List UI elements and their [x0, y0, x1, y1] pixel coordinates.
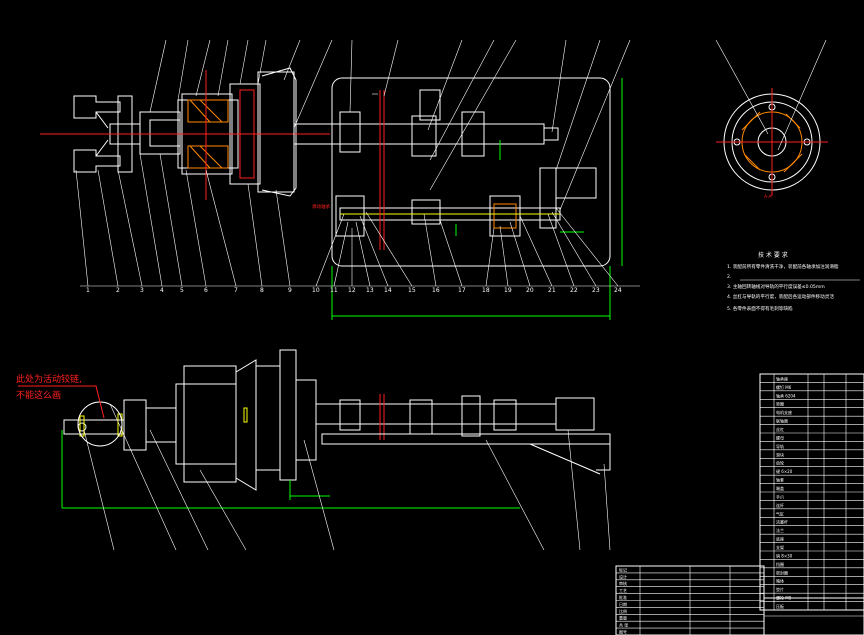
tech-item: 2. — [727, 274, 731, 280]
part-number: 8 — [260, 287, 264, 294]
bom-row-name: 连杆 — [776, 502, 784, 508]
bom-row-name: 导轨 — [776, 443, 784, 449]
part-number: 11 — [330, 287, 338, 294]
title-row-label: 标记 — [619, 566, 627, 572]
part-number: 14 — [384, 287, 392, 294]
bom-row-name: 联轴器 — [776, 418, 788, 424]
bom-row-name: 法兰 — [776, 527, 784, 533]
title-row-label: 重量 — [619, 615, 627, 621]
bom-row-name: 密封圈 — [776, 569, 788, 575]
title-row-label: 共 张 — [619, 622, 628, 628]
annotation-line-1: 此处为活动铰链, — [16, 373, 82, 385]
bom-row-name: 手爪 — [776, 493, 784, 499]
bom-row-name: 端盖 — [776, 485, 784, 491]
part-number: 5 — [180, 287, 184, 294]
bom-row-name: 轴套 — [776, 477, 784, 483]
bom-row-name: 滑块 — [776, 451, 784, 457]
part-number: 10 — [312, 287, 320, 294]
part-number: 2 — [116, 287, 120, 294]
part-number: 21 — [548, 287, 556, 294]
part-number: 22 — [570, 287, 578, 294]
top-view — [40, 39, 640, 320]
part-number: 24 — [614, 287, 622, 294]
bom-row-name: 键 6×20 — [776, 468, 793, 474]
title-row-label: 工艺 — [619, 588, 627, 593]
red-note: 滑动轴承 — [312, 203, 330, 210]
title-row-label: 审核 — [619, 580, 627, 586]
top-view-part-numbers: 1 2 3 4 5 6 7 8 9 10 11 12 13 14 15 16 1… — [86, 203, 622, 294]
technical-requirements: 技 术 要 求 1. 装配前所有零件清洗干净，装配前各轴承加注润滑脂 2. 3.… — [727, 251, 860, 312]
side-view: 此处为活动铰链, 不能这么画 — [16, 349, 611, 551]
part-number: 9 — [288, 287, 292, 294]
part-number: 1 — [86, 287, 90, 294]
bom-row-name: 齿轮 — [776, 460, 784, 466]
bom-row-name: 轴承 6204 — [776, 392, 796, 398]
part-number: 23 — [592, 287, 600, 294]
bom-row-name: 垫片 — [776, 586, 784, 592]
bom-row-name: 压板 — [776, 603, 784, 609]
part-number: 18 — [482, 287, 490, 294]
bom-row-name: 底座 — [776, 536, 784, 542]
bom-row-name: 活塞杆 — [776, 519, 788, 525]
section-label: A-A — [764, 194, 773, 200]
title-row-label: 设计 — [619, 573, 627, 579]
part-number: 4 — [160, 287, 164, 294]
part-number: 13 — [366, 287, 374, 294]
part-number: 20 — [526, 287, 534, 294]
bom-row-name: 轴承座 — [776, 375, 788, 381]
tech-item: 5. 各零件表面不得有毛刺等缺陷 — [727, 305, 793, 312]
part-number: 12 — [348, 287, 356, 294]
bom-row-name: 螺钉 M6 — [776, 384, 792, 390]
tech-title: 技 术 要 求 — [758, 251, 788, 259]
bom-row-name: 丝杠 — [776, 426, 784, 432]
part-number: 19 — [504, 287, 512, 294]
part-number: 15 — [408, 287, 416, 294]
tech-item: 4. 丝杠与导轨的平行度，装配后各运动部件移动灵活 — [727, 293, 834, 300]
bom-row-name: 电机支座 — [776, 409, 792, 415]
section-view: A-A — [715, 39, 828, 200]
bom-row-name: 支架 — [776, 544, 784, 550]
bom-row-name: 销 8×30 — [776, 552, 793, 558]
part-number: 3 — [140, 287, 144, 294]
bom-row-name: 气缸 — [776, 510, 784, 516]
title-row-label: 图号 — [619, 629, 627, 635]
bom-row-name: 垫圈 — [776, 401, 784, 407]
part-number: 6 — [204, 287, 208, 294]
part-number: 7 — [234, 287, 238, 294]
title-row-label: 批准 — [619, 594, 627, 600]
title-row-label: 比例 — [619, 608, 627, 614]
title-row-label: 日期 — [619, 601, 627, 607]
bom-row-name: 挡圈 — [776, 561, 784, 567]
part-number: 17 — [458, 287, 466, 294]
tech-item: 1. 装配前所有零件清洗干净，装配前各轴承加注润滑脂 — [727, 263, 839, 270]
part-number: 16 — [432, 287, 440, 294]
bom-row-name: 箱体 — [776, 578, 784, 584]
tech-item: 3. 主轴回转轴线对导轨的平行度误差≤0.05mm — [727, 283, 825, 290]
bom-row-name: 螺母 — [776, 434, 784, 440]
annotation-line-2: 不能这么画 — [16, 389, 61, 401]
